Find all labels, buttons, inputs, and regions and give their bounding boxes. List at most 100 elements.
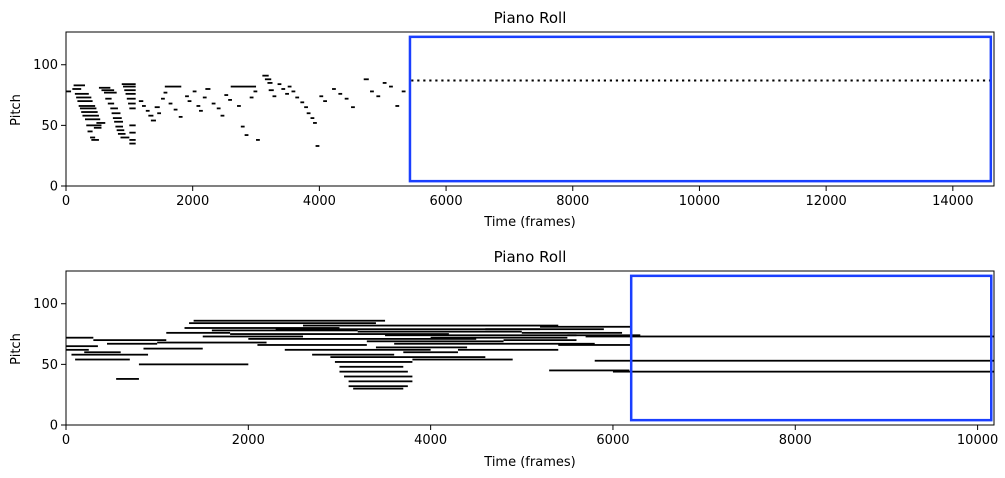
top-note-dot — [952, 79, 956, 82]
top-note-dot — [778, 79, 781, 82]
bottom-note-22 — [284, 348, 431, 351]
top-note-69 — [244, 134, 249, 136]
top-note-dot — [796, 79, 799, 82]
top-note-70 — [249, 96, 254, 99]
top-note-56 — [192, 90, 197, 93]
top-x-tick-label: 0 — [62, 194, 70, 209]
top-note-dot — [862, 79, 865, 82]
top-note-dot — [940, 79, 943, 82]
bottom-note-15 — [193, 319, 386, 322]
bottom-plot-frame — [65, 270, 995, 426]
top-note-dot — [417, 79, 420, 82]
bottom-note-32 — [353, 387, 404, 390]
bottom-x-tick-label: 0 — [62, 433, 70, 448]
top-note-75 — [267, 82, 273, 84]
top-note-26 — [115, 125, 124, 128]
top-note-dot — [928, 79, 931, 82]
bottom-note-30 — [348, 380, 413, 383]
bottom-note-51 — [612, 370, 994, 373]
bottom-note-26 — [334, 361, 413, 363]
top-note-dot — [447, 79, 450, 82]
top-note-52 — [173, 108, 178, 111]
top-note-dot — [585, 79, 588, 82]
top-note-88 — [313, 122, 317, 124]
top-note-dot — [946, 79, 950, 82]
bottom-note-4 — [75, 358, 130, 361]
top-note-dot — [423, 79, 426, 82]
top-note-15 — [93, 126, 102, 129]
top-x-tick-label: 8000 — [556, 194, 589, 209]
top-note-dot — [525, 79, 528, 82]
top-note-dot — [549, 79, 552, 82]
top-note-58 — [199, 109, 203, 112]
top-note-101 — [395, 105, 400, 107]
bottom-note-1 — [66, 345, 98, 348]
top-note-dot — [489, 79, 492, 82]
top-note-16 — [96, 122, 106, 124]
top-note-80 — [285, 92, 289, 95]
bottom-note-35 — [375, 346, 468, 349]
top-note-55 — [187, 100, 192, 103]
bottom-note-41 — [457, 348, 559, 351]
bottom-note-45 — [540, 325, 632, 328]
top-x-tick-label: 12000 — [805, 194, 846, 209]
top-note-74 — [264, 78, 272, 81]
top-x-tick-label: 10000 — [679, 194, 720, 209]
top-note-0 — [66, 90, 72, 93]
top-note-5 — [77, 100, 93, 103]
top-note-dot — [826, 79, 829, 82]
top-note-dot — [964, 79, 968, 82]
top-note-8 — [81, 111, 98, 113]
top-note-84 — [300, 101, 305, 104]
top-note-dot — [724, 79, 727, 82]
top-note-39 — [129, 139, 136, 141]
top-note-51 — [168, 102, 173, 105]
top-note-21 — [107, 102, 115, 105]
top-note-dot — [892, 79, 895, 82]
top-note-dot — [633, 79, 637, 82]
top-note-dot — [850, 79, 853, 82]
bottom-note-33 — [357, 330, 522, 333]
top-note-dot — [573, 79, 576, 82]
top-note-76 — [268, 89, 274, 92]
top-note-dot — [465, 79, 468, 82]
top-note-dot — [748, 79, 751, 82]
top-note-6 — [78, 105, 96, 107]
top-note-dot — [639, 79, 643, 82]
bottom-note-10 — [143, 347, 203, 350]
top-note-dot — [958, 79, 962, 82]
top-note-dot — [838, 79, 841, 82]
bottom-note-43 — [503, 339, 577, 342]
bottom-note-14 — [189, 322, 376, 325]
bottom-y-axis-label: Pitch — [9, 333, 24, 365]
top-note-42 — [142, 105, 146, 107]
top-note-9 — [82, 114, 99, 117]
top-note-dot — [435, 79, 438, 82]
top-note-dot — [477, 79, 480, 82]
top-note-dot — [411, 79, 414, 82]
top-note-dot — [730, 79, 733, 82]
top-note-dot — [742, 79, 745, 82]
top-note-82 — [291, 90, 296, 93]
top-y-tick-label: 100 — [33, 58, 58, 73]
top-note-dot — [495, 79, 498, 82]
top-note-86 — [306, 112, 311, 115]
top-note-53 — [178, 115, 183, 118]
top-note-57 — [196, 105, 201, 107]
top-note-dot — [531, 79, 534, 82]
top-x-axis-label: Time (frames) — [483, 215, 575, 230]
top-note-11 — [86, 124, 102, 127]
top-chart-title: Piano Roll — [494, 9, 567, 27]
top-note-dot — [441, 79, 444, 82]
top-note-102 — [401, 90, 406, 93]
top-y-tick-label: 0 — [50, 180, 58, 195]
top-note-dot — [507, 79, 510, 82]
bottom-note-18 — [230, 333, 449, 335]
top-note-dot — [844, 79, 847, 82]
top-note-dot — [904, 79, 907, 82]
top-note-dot — [760, 79, 763, 82]
top-note-3 — [74, 92, 89, 95]
